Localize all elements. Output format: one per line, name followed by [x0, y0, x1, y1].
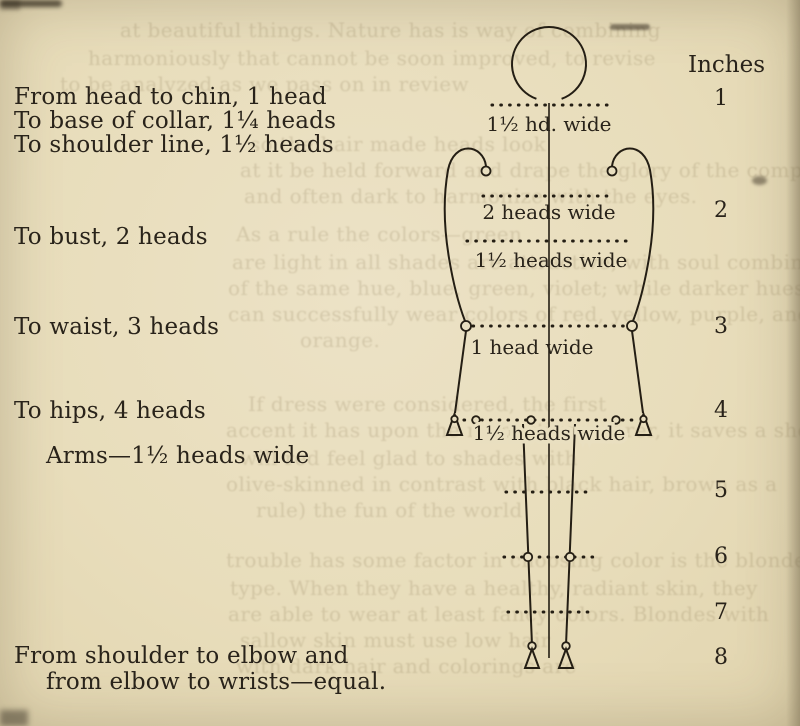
scan-smudge: [0, 0, 20, 10]
bleed-line: at it be held forward and drape the glor…: [240, 158, 800, 182]
scan-smudge: [0, 0, 62, 7]
right-arm-curve: [611, 147, 655, 322]
measurement-label-hips: To hips, 4 heads: [14, 398, 206, 424]
right-forearm-line: [631, 330, 644, 414]
left-shoulder-joint-circle: [480, 165, 492, 177]
inch-mark-2: 2: [714, 198, 728, 223]
bleed-line: will red feel glad to shades with: [240, 446, 578, 470]
scan-smudge: [0, 710, 28, 726]
bleed-line: As a rule the colors—green: [236, 222, 523, 246]
measurement-label-shoulder-line: To shoulder line, 1½ heads: [14, 132, 334, 158]
inches-scale-header: Inches: [688, 52, 766, 78]
bleed-line: sallow skin must use low hair: [240, 628, 551, 652]
bleed-line: olive-skinned in contrast with black hai…: [226, 472, 778, 496]
measurement-label-shoulder-elbow: From shoulder to elbow and: [14, 643, 349, 669]
measurement-label-waist: To waist, 3 heads: [14, 314, 220, 340]
measurement-label-elbow-wrist: from elbow to wrists—equal.: [46, 669, 387, 695]
inch-mark-5: 5: [714, 478, 728, 503]
right-knee-joint-circle: [564, 551, 576, 563]
bleed-line: harmoniously that cannot be soon improve…: [88, 46, 656, 70]
measurement-label-arms: Arms—1½ heads wide: [46, 443, 310, 469]
bleed-line: rule) the fun of the world: [256, 498, 523, 522]
inch-mark-7: 7: [714, 600, 728, 625]
hip-joint-circle: [526, 415, 536, 425]
bleed-line: trouble has some factor in choosing colo…: [226, 548, 800, 572]
right-waist-joint-circle: [626, 320, 638, 332]
bleed-line: so the hair made heads look: [250, 132, 547, 156]
inch-mark-6: 6: [714, 544, 728, 569]
hip-joint-circle: [611, 415, 621, 425]
right-foot-triangle: [557, 646, 575, 669]
right-hand-triangle: [634, 411, 653, 436]
shoulder-width-label: 2 heads wide: [482, 200, 615, 224]
bleed-line: are light in all shades are attractive, …: [232, 250, 800, 274]
bleed-line: type. When they have a healthy, radiant …: [230, 576, 758, 600]
left-arm-curve: [443, 147, 487, 322]
bleed-line: If dress were considered, the first: [248, 392, 607, 416]
left-waist-joint-circle: [460, 320, 472, 332]
bleed-line: accent it has upon the respective wearer…: [226, 418, 800, 442]
inch-mark-3: 3: [714, 314, 728, 339]
right-shoulder-joint-circle: [606, 165, 618, 177]
inch-mark-8: 8: [714, 645, 728, 670]
bust-width-label: 1½ heads wide: [475, 248, 628, 272]
left-leg-line: [522, 423, 533, 646]
right-wrist-joint-circle: [639, 414, 648, 424]
chin-width-label: 1½ hd. wide: [486, 112, 611, 136]
inch-mark-1: 1: [714, 86, 728, 111]
left-knee-joint-circle: [522, 551, 534, 563]
bleed-line: and often dark to harmonize with the eye…: [244, 184, 698, 208]
bleed-line: are able to wear at least fancy colors. …: [228, 602, 770, 626]
measurement-label-base-of-collar: To base of collar, 1¼ heads: [14, 108, 337, 134]
bleed-line: at beautiful things. Nature has is way o…: [120, 18, 662, 42]
inch-mark-4: 4: [714, 398, 728, 423]
bleed-line: can successfully wear colors of red, yel…: [228, 302, 800, 326]
waist-width-label: 1 head wide: [470, 335, 593, 359]
left-wrist-joint-circle: [450, 414, 459, 424]
hip-width-label: 1½ heads wide: [473, 421, 626, 445]
bleed-line: orange.: [300, 328, 381, 352]
measurement-label-head-to-chin: From head to chin, 1 head: [14, 84, 327, 110]
bleed-line: with dark hair and colorings are: [236, 654, 577, 678]
scan-smudge: [610, 24, 650, 30]
hip-joint-circle: [471, 415, 481, 425]
left-foot-triangle: [523, 646, 541, 669]
left-hand-triangle: [445, 411, 464, 436]
bleed-line: to be analyzed as we pass on in review: [60, 72, 470, 96]
left-forearm-line: [454, 330, 467, 414]
right-leg-line: [565, 423, 576, 646]
measurement-label-bust: To bust, 2 heads: [14, 224, 208, 250]
scan-smudge: [752, 176, 767, 185]
page-edge-shadow: [786, 0, 800, 726]
head-circle: [511, 26, 587, 100]
bleed-line: of the same hue, blue, green, violet; wh…: [228, 276, 800, 300]
